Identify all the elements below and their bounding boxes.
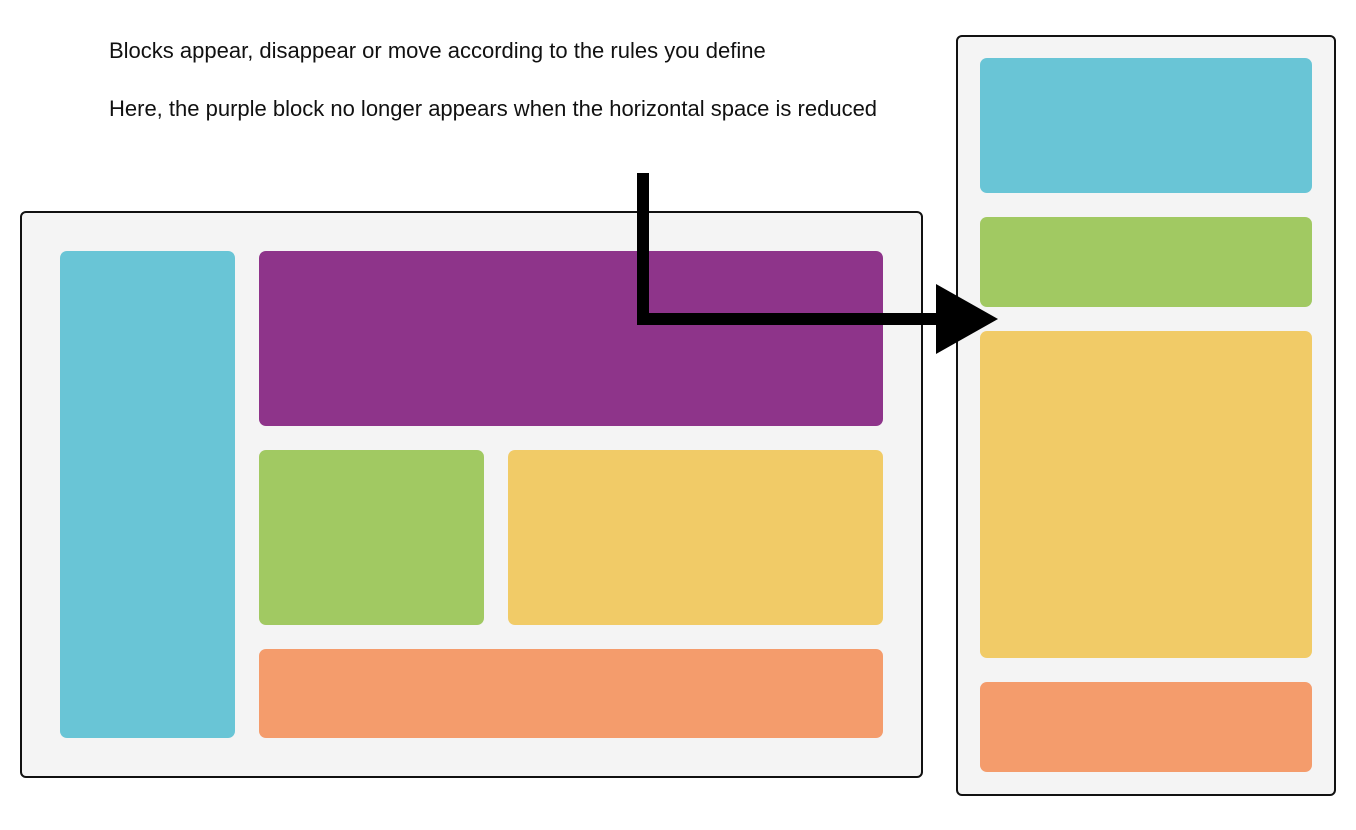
wide-layout-frame bbox=[20, 211, 923, 778]
narrow-layout-frame bbox=[956, 35, 1336, 796]
wide-blue-block bbox=[60, 251, 235, 738]
wide-green-block bbox=[259, 450, 484, 625]
narrow-orange-block bbox=[980, 682, 1312, 772]
caption-line-1: Blocks appear, disappear or move accordi… bbox=[109, 38, 766, 63]
caption: Blocks appear, disappear or move accordi… bbox=[109, 36, 909, 123]
narrow-yellow-block bbox=[980, 331, 1312, 658]
wide-purple-block bbox=[259, 251, 883, 426]
caption-line-2: Here, the purple block no longer appears… bbox=[109, 96, 878, 121]
narrow-blue-block bbox=[980, 58, 1312, 193]
narrow-green-block bbox=[980, 217, 1312, 307]
wide-orange-block bbox=[259, 649, 883, 738]
wide-yellow-block bbox=[508, 450, 883, 625]
